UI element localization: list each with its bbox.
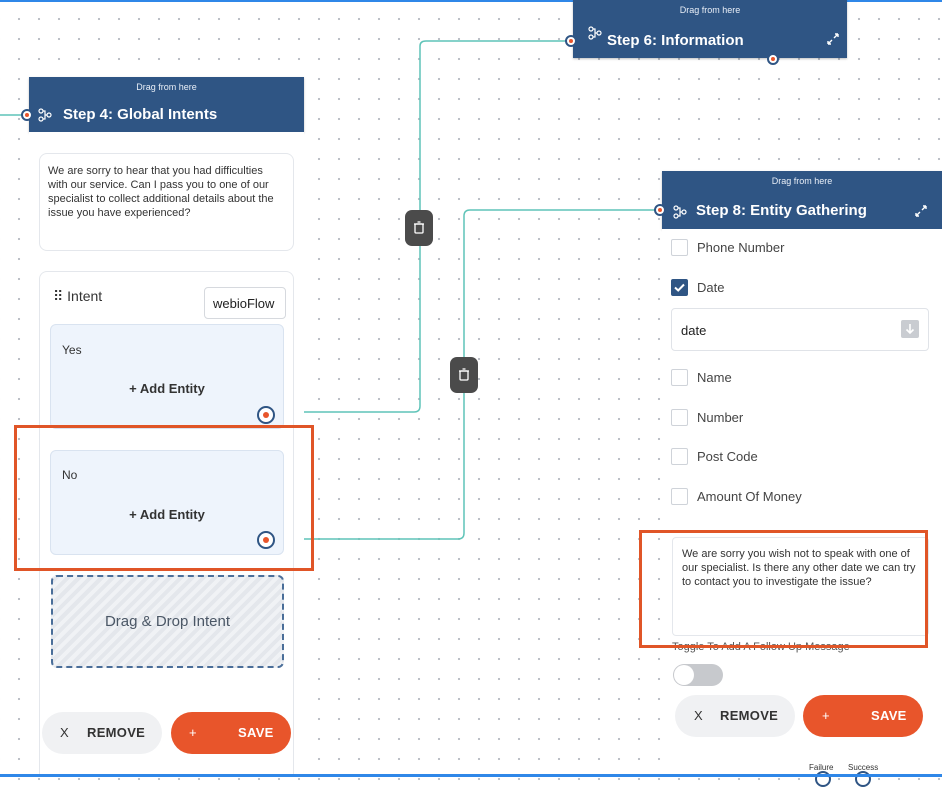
- step8-input-port[interactable]: [654, 204, 666, 216]
- step6-title: Step 6: Information: [607, 32, 744, 49]
- entity-label: Name: [697, 370, 732, 385]
- chevron-down-icon[interactable]: [901, 320, 919, 338]
- intent-no-label: No: [62, 468, 78, 482]
- highlight-no-intent: [14, 425, 314, 571]
- entity-checkbox[interactable]: [671, 369, 688, 386]
- entity-label: Phone Number: [697, 240, 785, 255]
- checkmark-icon: [674, 283, 685, 292]
- step8-remove-button[interactable]: X REMOVE: [675, 695, 795, 737]
- save-label: SAVE: [871, 708, 907, 723]
- intent-container: ⠿ Intent webioFlow Yes + Add Entity No +…: [39, 271, 294, 774]
- step4-remove-button[interactable]: X REMOVE: [42, 712, 162, 754]
- followup-message-text[interactable]: We are sorry you wish not to speak with …: [682, 548, 916, 588]
- entity-label: Amount Of Money: [697, 489, 802, 504]
- remove-label: REMOVE: [720, 708, 779, 723]
- intent-yes-label: Yes: [62, 343, 82, 357]
- entity-label: Post Code: [697, 449, 758, 464]
- highlight-followup-message: [639, 530, 928, 648]
- entity-option[interactable]: Phone Number: [671, 238, 911, 258]
- plus-icon: +: [822, 708, 830, 723]
- intent-yes-output-port[interactable]: [257, 406, 275, 424]
- step4-title: Step 4: Global Intents: [63, 106, 218, 123]
- expand-icon[interactable]: [827, 33, 839, 45]
- step6-node-header[interactable]: Drag from here Step 6: Information: [573, 0, 847, 58]
- failure-port-label: Failure: [809, 763, 834, 772]
- entity-option[interactable]: Number: [671, 408, 911, 428]
- intent-yes[interactable]: Yes + Add Entity: [50, 324, 284, 429]
- entity-checkbox[interactable]: [671, 239, 688, 256]
- drag-handle-label[interactable]: Drag from here: [771, 176, 833, 186]
- flow-icon: [588, 26, 602, 40]
- trash-icon: [414, 221, 424, 234]
- entity-checkbox[interactable]: [671, 448, 688, 465]
- step4-body: We are sorry to hear that you had diffic…: [29, 132, 304, 774]
- intent-drag-label[interactable]: ⠿ Intent: [53, 288, 103, 304]
- success-port-label: Success: [848, 763, 879, 772]
- step4-message-text[interactable]: We are sorry to hear that you had diffic…: [48, 165, 274, 219]
- step4-save-button[interactable]: + SAVE: [171, 712, 291, 754]
- canvas-bottom-border: [0, 774, 942, 777]
- dropzone-label: Drag & Drop Intent: [104, 613, 231, 630]
- entity-checkbox[interactable]: [671, 488, 688, 505]
- add-entity-button[interactable]: + Add Entity: [129, 507, 205, 522]
- intent-no-output-port[interactable]: [257, 531, 275, 549]
- entity-option[interactable]: Date: [671, 278, 911, 298]
- canvas-top-border: [0, 0, 942, 2]
- step8-node-header[interactable]: Drag from here Step 8: Entity Gathering: [662, 171, 942, 229]
- followup-message-card[interactable]: We are sorry you wish not to speak with …: [672, 537, 929, 636]
- entity-label: Number: [697, 410, 744, 425]
- delete-connector-button[interactable]: [450, 357, 478, 393]
- arrow-down-icon: [905, 324, 915, 335]
- close-icon: X: [694, 708, 703, 723]
- trash-icon: [459, 368, 469, 381]
- connector-yes-to-step6[interactable]: [303, 40, 565, 413]
- step4-node-header[interactable]: Drag from here Step 4: Global Intents: [29, 77, 304, 132]
- date-entity-select[interactable]: date: [671, 308, 929, 351]
- entity-option[interactable]: Post Code: [671, 447, 911, 467]
- entity-option[interactable]: Name: [671, 368, 911, 388]
- plus-icon: +: [189, 725, 197, 740]
- flow-select[interactable]: webioFlow: [204, 287, 286, 319]
- drag-handle-label[interactable]: Drag from here: [679, 5, 741, 15]
- step4-input-port[interactable]: [21, 109, 33, 121]
- connector-no-to-step8[interactable]: [303, 209, 656, 540]
- step4-message-card[interactable]: We are sorry to hear that you had diffic…: [39, 153, 294, 251]
- delete-connector-button[interactable]: [405, 210, 433, 246]
- expand-icon[interactable]: [915, 205, 927, 217]
- entity-option[interactable]: Amount Of Money: [671, 487, 911, 507]
- flow-icon: [38, 108, 52, 122]
- entity-checkbox[interactable]: [671, 279, 688, 296]
- save-label: SAVE: [238, 725, 274, 740]
- step6-input-port[interactable]: [565, 35, 577, 47]
- entity-label: Date: [697, 280, 725, 295]
- intent-dropzone[interactable]: Drag & Drop Intent: [51, 575, 284, 668]
- intent-no[interactable]: No + Add Entity: [50, 450, 284, 555]
- followup-toggle[interactable]: [673, 664, 723, 686]
- step8-save-button[interactable]: + SAVE: [803, 695, 923, 737]
- entity-checkbox[interactable]: [671, 409, 688, 426]
- flow-icon: [673, 205, 687, 219]
- add-entity-button[interactable]: + Add Entity: [129, 381, 205, 396]
- step8-title: Step 8: Entity Gathering: [696, 202, 867, 219]
- date-select-value: date: [681, 323, 707, 338]
- remove-label: REMOVE: [87, 725, 146, 740]
- drag-handle-label[interactable]: Drag from here: [136, 82, 197, 92]
- step6-output-port[interactable]: [767, 53, 779, 65]
- close-icon: X: [60, 725, 69, 740]
